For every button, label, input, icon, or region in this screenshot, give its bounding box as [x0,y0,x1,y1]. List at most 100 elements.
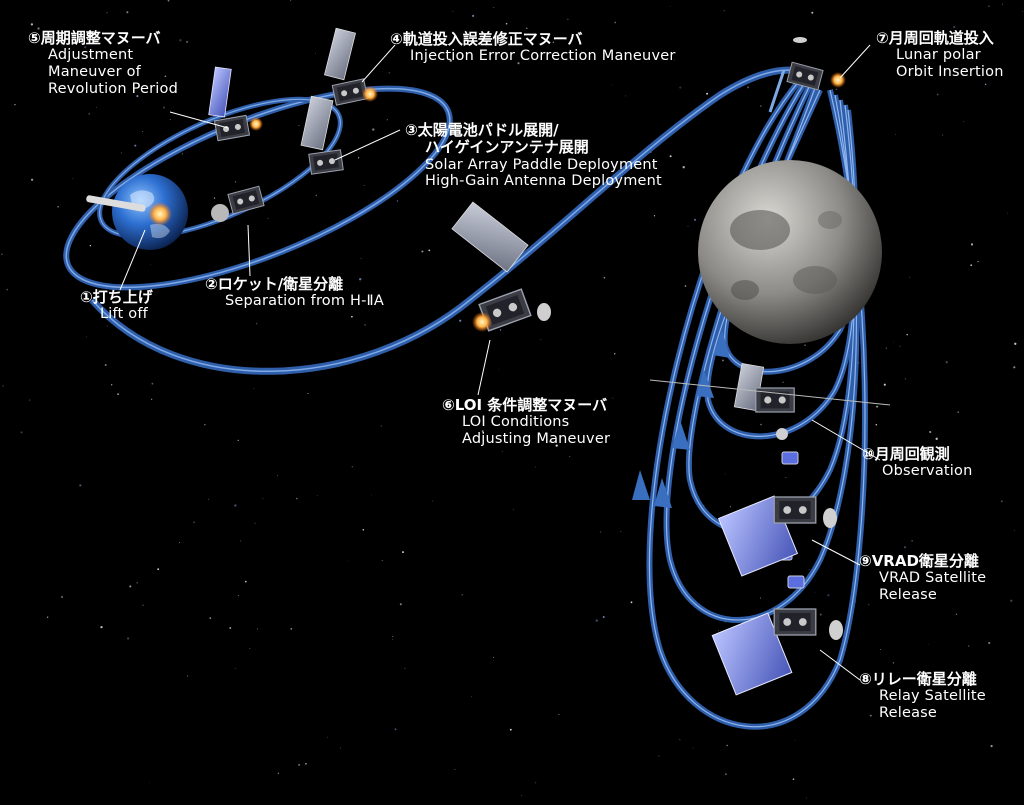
orbit-arrows [632,330,730,508]
star [899,345,901,347]
solar-panel-icon [451,201,529,273]
star [827,594,830,597]
star [1001,500,1003,502]
star [509,728,512,731]
star [277,475,278,477]
star [106,12,108,14]
star [262,498,264,500]
star [726,744,728,747]
star [505,41,507,43]
star [209,617,212,619]
label-paddle-deployment: ③太陽電池パドル展開/ ハイゲインアンテナ展開 Solar Array Padd… [405,121,662,190]
star [213,197,216,199]
star [167,0,170,2]
star [30,178,34,181]
satellite-icon [227,185,265,215]
star [782,381,784,383]
star [454,768,456,770]
star [372,128,375,131]
star [612,397,614,399]
star [1,253,3,255]
star [351,315,353,318]
star [89,245,92,247]
star [595,619,598,622]
star [955,613,958,615]
star [46,616,49,619]
star [61,596,63,598]
star [684,285,687,287]
star [1022,11,1023,12]
star [134,144,137,147]
star [526,27,528,29]
star [558,713,560,716]
star [977,260,979,263]
star [706,92,709,95]
star [164,75,167,78]
star [693,218,697,221]
star [362,528,365,531]
solar-panel-icon [324,27,356,81]
satellite-icon [300,95,344,175]
rocket-icon [86,195,172,226]
star [229,627,232,629]
label-relay-release: ⑧リレー衛星分離 Relay Satellite Release [859,670,986,721]
star [396,200,398,202]
star [277,772,280,774]
solar-panel-icon [300,95,334,151]
star [290,628,293,630]
star [394,728,397,731]
satellite-icon [451,201,551,332]
star [1002,3,1003,5]
star [903,580,904,582]
star [875,424,878,426]
star [254,522,256,524]
star [674,59,675,61]
star [348,560,349,561]
star [117,393,119,396]
star [20,431,23,434]
star [963,120,965,122]
star [687,225,689,227]
star [249,647,251,649]
star [620,531,622,532]
star [760,105,762,107]
star [909,276,911,278]
star [111,384,113,386]
star [381,559,383,562]
star [904,546,906,549]
star [929,430,932,434]
star [471,696,472,698]
star [392,636,394,638]
satellite-icon [324,27,378,106]
star [892,341,894,343]
star [404,667,406,669]
star [267,217,269,219]
star [386,119,388,121]
star [540,338,542,340]
star [120,152,122,154]
star [811,11,814,14]
star [942,134,944,136]
star [911,540,913,542]
star [234,504,237,507]
star [549,440,552,443]
star [669,5,671,7]
star [724,473,726,475]
star [760,597,761,599]
star [1013,529,1015,531]
star [819,613,822,616]
thruster-flame-icon [148,202,172,226]
star [505,22,508,25]
solar-panel-icon [711,612,793,696]
star [808,569,810,571]
star [552,41,555,44]
star [569,456,571,457]
star [535,782,537,784]
star [512,508,514,510]
star [452,10,454,12]
star [402,551,404,554]
star [988,5,990,7]
star [984,83,987,86]
star [100,625,103,629]
